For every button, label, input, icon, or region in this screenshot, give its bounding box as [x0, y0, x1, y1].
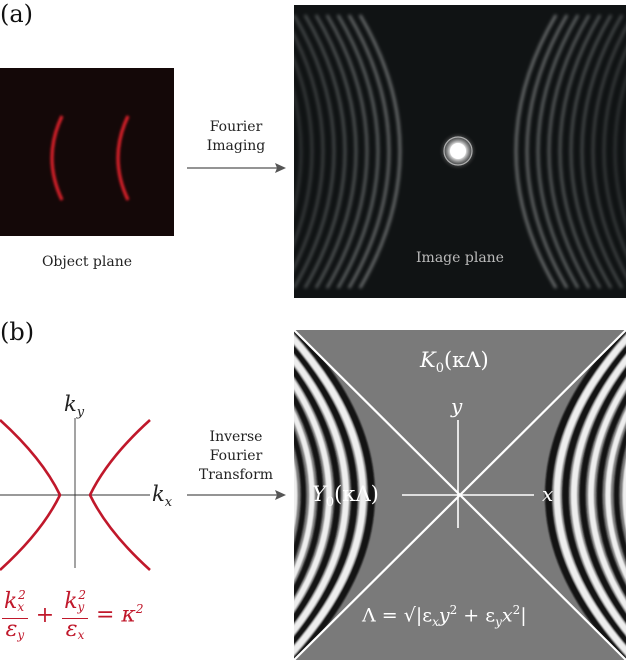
- inverse-transform-image: [294, 330, 626, 660]
- band-left: [294, 330, 350, 660]
- inverse-fourier-arrow: [187, 490, 286, 500]
- band-left: [294, 330, 315, 660]
- k0-label: K0(κΛ): [420, 348, 489, 377]
- fraction-ky: ky2 εx: [62, 584, 88, 646]
- x-axis-label: x: [542, 482, 554, 506]
- y0-label: Y0(κΛ): [312, 482, 379, 511]
- image-plane-image: [294, 5, 626, 298]
- band-right: [613, 330, 626, 660]
- image-plane-caption: Image plane: [416, 250, 504, 266]
- y-axis-label: y: [451, 394, 463, 418]
- band-left: [294, 330, 332, 660]
- fringe-left: [294, 56, 314, 247]
- hyperbola-right-branch: [88, 419, 151, 571]
- fringe-right: [591, 25, 626, 278]
- fringe-right: [580, 14, 624, 289]
- fringe-left: [347, 14, 391, 289]
- fringe-left: [294, 32, 325, 271]
- dispersion-equation: kx2 εy + ky2 εx = κ2: [2, 588, 144, 642]
- arrow-b-line3: Transform: [198, 467, 274, 483]
- fringe-left: [294, 89, 303, 214]
- fringe-right: [514, 14, 558, 289]
- band-right: [553, 330, 626, 660]
- fringe-left: [358, 14, 402, 289]
- band-right: [579, 330, 626, 660]
- fringe-right: [569, 14, 613, 289]
- band-right: [588, 330, 626, 660]
- panel-a-label: (a): [0, 0, 34, 28]
- eq-rhs: = κ2: [95, 602, 144, 628]
- fringe-left: [336, 14, 380, 289]
- band-left: [294, 330, 358, 660]
- band-left: [294, 330, 341, 660]
- arrow-b-line1: Inverse: [209, 429, 263, 445]
- band-left: [294, 330, 324, 660]
- fringe-right: [613, 75, 626, 228]
- fringe-right: [525, 14, 569, 289]
- fourier-imaging-label: Fourier Imaging: [188, 118, 284, 156]
- band-left: [294, 330, 298, 660]
- arrow-b-line2: Fourier: [209, 448, 263, 464]
- fringe-left: [325, 14, 369, 289]
- ky-axis-label: ky: [64, 392, 85, 421]
- band-right: [570, 330, 626, 660]
- arrow-label-line1: Fourier: [209, 119, 263, 135]
- band-right: [605, 330, 626, 660]
- band-right: [545, 330, 626, 660]
- hyperbola-left-branch: [0, 419, 62, 571]
- inverse-fourier-label: Inverse Fourier Transform: [186, 428, 286, 485]
- fringe-left: [314, 14, 358, 289]
- fringe-right: [547, 14, 591, 289]
- band-right: [562, 330, 626, 660]
- arrow-label-line2: Imaging: [206, 138, 266, 154]
- object-plane-image: [0, 68, 174, 236]
- fringe-right: [536, 14, 580, 289]
- band-left: [294, 330, 375, 660]
- fourier-imaging-arrow: [187, 163, 286, 173]
- band-right: [622, 330, 626, 660]
- fringe-right: [602, 47, 626, 256]
- kx-axis-label: kx: [152, 482, 173, 511]
- fraction-kx: kx2 εy: [2, 584, 28, 646]
- band-left: [294, 330, 367, 660]
- object-plane-caption: Object plane: [41, 254, 133, 270]
- band-right: [596, 330, 626, 660]
- fringe-left: [303, 14, 347, 289]
- band-left: [294, 330, 307, 660]
- fringe-right: [558, 14, 602, 289]
- lambda-definition: Λ = √|εxy2 + εyx2|: [362, 603, 527, 630]
- fringe-left: [294, 14, 336, 289]
- hyperbola-plot: [0, 418, 151, 571]
- eq-plus: +: [35, 602, 55, 628]
- panel-b-label: (b): [0, 318, 35, 346]
